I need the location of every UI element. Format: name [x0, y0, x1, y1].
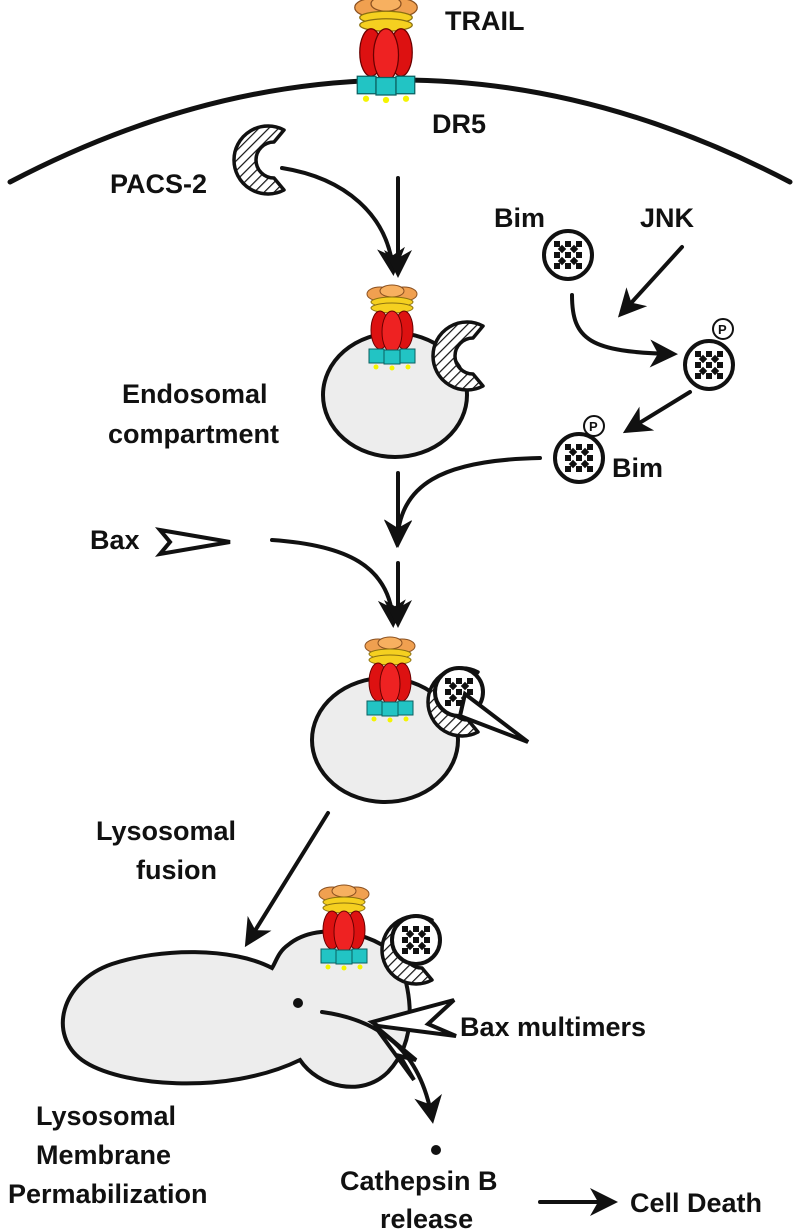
trail-dr5-complex-icon: [354, 0, 418, 104]
arrow-bim-merge: [384, 456, 542, 548]
bim-label-top: Bim: [494, 203, 545, 233]
phospho-bim-icon-2: [553, 432, 605, 484]
lmp-label-line1: Lysosomal: [36, 1101, 176, 1131]
lysosome-receptor-icon: [318, 884, 370, 971]
cathepsin-label-line1: Cathepsin B: [340, 1166, 498, 1196]
trail-label: TRAIL: [445, 6, 524, 36]
lysosomal-fusion-label-line2: fusion: [136, 855, 217, 885]
bax-icon: [158, 528, 232, 556]
phospho-mark-2: P: [589, 419, 598, 434]
bim-label-phospho: Bim: [612, 453, 663, 483]
endosome-pacs2-icon: [431, 320, 485, 392]
pacs2-label: PACS-2: [110, 169, 207, 199]
pacs2-icon: [232, 124, 286, 196]
jnk-label: JNK: [640, 203, 695, 233]
lmp-label-line3: Permabilization: [8, 1179, 208, 1209]
cathepsin-dot-released: [431, 1145, 441, 1155]
cathepsin-dot-inside: [293, 998, 303, 1008]
lmp-label-line2: Membrane: [36, 1140, 171, 1170]
arrow-bax-to-complex: [270, 538, 406, 628]
endosomal-label-line1: Endosomal: [122, 379, 268, 409]
cathepsin-label-line2: release: [380, 1204, 473, 1232]
complex-receptor-icon: [364, 636, 416, 723]
arrow-pacs2-to-endosome: [280, 166, 405, 276]
cell-death-label: Cell Death: [630, 1188, 762, 1218]
phospho-bim-icon: [683, 339, 735, 391]
complex-bax-icon: [457, 690, 530, 744]
arrow-jnk-to-bim: [617, 245, 684, 318]
bim-icon: [542, 229, 594, 281]
endosome-receptor-icon: [366, 284, 418, 371]
arrow-cathepsin-release: [320, 1010, 442, 1124]
bax-multimers-label: Bax multimers: [460, 1012, 646, 1042]
lysosomal-fusion-label-line1: Lysosomal: [96, 816, 236, 846]
dr5-label: DR5: [432, 109, 486, 139]
arrow-pbim-down: [622, 390, 692, 434]
lysosome-bim-icon: [390, 914, 442, 966]
arrow-bim-phosphorylation: [570, 293, 678, 368]
endosomal-label-line2: compartment: [108, 419, 279, 449]
phospho-mark: P: [718, 322, 727, 337]
arrow-lysosomal-fusion: [244, 811, 330, 948]
cell-membrane: [7, 77, 793, 185]
bax-label: Bax: [90, 525, 140, 555]
